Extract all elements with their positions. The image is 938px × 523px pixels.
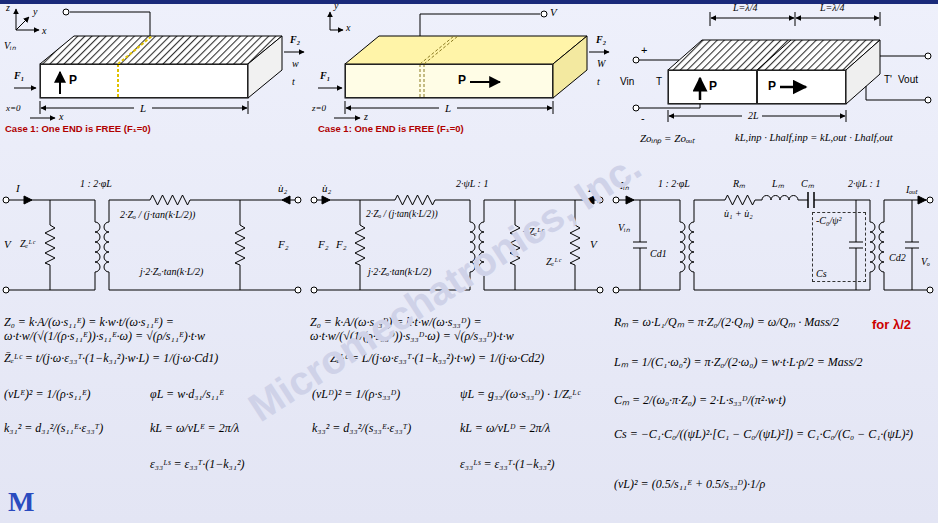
symbol-label: w — [292, 58, 299, 70]
equation: ε₃₃ᴸˢ = ε₃₃ᵀ·(1−k₃₃²) — [460, 458, 555, 472]
top-bar — [0, 0, 938, 4]
equation: Lₘ = 1/(C₁·ω₀²) = π·Z₀/(2·ω₀) = w·t·L·ρ/… — [614, 356, 932, 370]
symbol-label: Lₘ — [772, 178, 784, 190]
left-bar-figure — [14, 9, 304, 118]
piezo-section: P — [345, 64, 553, 98]
middle-bar-figure — [318, 11, 609, 118]
dashed-group-box: -C₀/ψ² Cs — [812, 212, 866, 282]
symbol-label: u̇₁ + u̇₂ — [724, 208, 753, 220]
symbol-label: L — [140, 102, 146, 115]
symbol-label: kL,inp · Lhalf,inp = kL,out · Lhalf,out — [735, 132, 933, 144]
symbol-label: L=λ/4 — [820, 2, 844, 14]
equation: Rₘ = ω·L₁/Qₘ = π·Z₀/(2·Qₘ) = ω/Qₘ · Mass… — [614, 316, 866, 330]
equation: (vL)² = (0.5/s₁₁ᴱ + 0.5/s₃₃ᴰ)·1/ρ — [614, 478, 765, 492]
symbol-label: L=λ/4 — [733, 2, 757, 14]
equation: k₃₁² = d₃₁²/(s₁₁ᴱ·ε₃₃ᵀ) — [4, 422, 103, 436]
symbol-label: Rₘ — [733, 178, 745, 190]
symbol-label: I — [16, 182, 20, 195]
symbol-label: Zₑᴸᶜ — [546, 256, 561, 268]
symbol-label: F₂ — [318, 238, 329, 251]
symbol-label: x=0 — [6, 103, 21, 113]
symbol-label: z=0 — [312, 103, 326, 113]
symbol-label: V — [590, 238, 597, 251]
terminal-label: T' — [884, 74, 892, 86]
equation: kL = ω/vLᴰ = 2π/λ — [460, 422, 550, 436]
symbol-label: Vᵢₙ — [4, 40, 16, 52]
symbol-label: 2·ψL : 1 — [848, 178, 880, 190]
terminal-label: Vin — [620, 76, 634, 88]
piezo-section: P — [668, 70, 757, 104]
force-label: F₁ — [320, 70, 330, 82]
symbol-label: L — [445, 102, 451, 115]
circuit-one — [3, 195, 301, 293]
component-label: -C₀/ψ² — [816, 215, 841, 227]
symbol-label: V — [4, 238, 11, 251]
terminal-label: Vout — [898, 74, 918, 86]
symbol-label: t — [292, 76, 295, 88]
mode-note: for λ/2 — [872, 318, 911, 333]
polarization-label: P — [69, 74, 77, 88]
piezo-section: P — [757, 70, 846, 104]
terminal-label: T — [656, 76, 662, 88]
symbol-label: z — [6, 2, 10, 14]
polarization-label: P — [709, 80, 717, 94]
symbol-label: x — [59, 111, 63, 123]
symbol-label: F₂ — [336, 238, 347, 251]
component-label: Cs — [816, 268, 827, 280]
symbol-label: Cₘ — [801, 178, 814, 190]
symbol-label: V — [550, 6, 557, 19]
symbol-label: u̇₂ — [278, 182, 287, 195]
symbol-label: Zₑᴸᶜ — [20, 238, 35, 250]
case-note: Case 1: One END is FREE (F₁=0) — [318, 124, 464, 135]
equation: k₃₃² = d₃₃²/(s₃₃ᴱ·ε₃₃ᵀ) — [312, 422, 411, 436]
polarization-label: P — [768, 80, 776, 94]
symbol-label: j·2·Zₒ·tan(k·L/2) — [140, 266, 203, 278]
equation: Cₘ = 2/(ω₀·π·Z₀) = 2·L·s₃₃ᴰ/(π²·w·t) — [614, 394, 786, 408]
symbol-label: 2L — [748, 110, 759, 122]
equation: Z̄ₑᴸᶜ = t/(j·ω·ε₃₃ᵀ·(1−k₃₁²)·w·L) = 1/(j… — [4, 352, 304, 366]
polarization-label: P — [458, 74, 466, 88]
force-label: F₁ — [14, 70, 24, 82]
equation: ψL = g₃₃/(ω·s₃₃ᴰ) · 1/Zₑᴸᶜ — [460, 388, 580, 402]
equation: φL = w·d₃₁/s₁₁ᴱ — [150, 388, 224, 402]
equation: Z₀ = k·A/(ω·s₁₁ᴱ) = k·w·t/(ω·s₁₁ᴱ) = ω·t… — [4, 316, 304, 344]
watermark: Micromechatronics, Inc. — [240, 143, 649, 431]
terminal-label: - — [641, 112, 645, 125]
symbol-label: Zoᵢₙₚ = Zoₒᵤₜ — [640, 132, 695, 145]
symbol-label: 1 : 2·φL — [80, 178, 112, 190]
symbol-label: Iₒᵤₜ — [906, 184, 917, 196]
symbol-label: Vₒ — [921, 256, 930, 268]
symbol-label: y — [334, 0, 338, 12]
symbol-label: Vᵢₙ — [618, 222, 630, 234]
symbol-label: 2·Zₒ / (j·tan(k·L/2)) — [120, 209, 195, 221]
symbol-label: u̇₂ — [322, 182, 331, 195]
circuit-three — [613, 192, 933, 293]
force-label: F₂ — [596, 34, 606, 46]
symbol-label: y — [33, 6, 37, 18]
case-note: Case 1: One END is FREE (F₁=0) — [5, 124, 151, 135]
terminal-label: + — [641, 44, 647, 57]
symbol-label: 1 : 2·φL — [658, 178, 690, 190]
symbol-label: z — [364, 111, 368, 123]
symbol-label: 2·Zₒ / (j·tan(k·L/2)) — [366, 209, 438, 220]
equation: kL = ω/vLᴱ = 2π/λ — [150, 422, 239, 436]
symbol-label: t — [597, 76, 600, 88]
logo-mark: M — [8, 486, 34, 518]
right-bar-figure — [633, 12, 931, 122]
symbol-label: W — [597, 58, 605, 70]
equation: Cs = −C₁·C₀/((ψL)²·[C₁ − C₀/(ψL)²]) = C₁… — [614, 428, 932, 442]
piezo-section: P — [40, 64, 248, 98]
symbol-label: Cd2 — [889, 252, 906, 264]
symbol-label: F₂ — [278, 238, 289, 251]
symbol-label: x — [42, 25, 46, 37]
force-label: F₂ — [290, 34, 300, 46]
symbol-label: Cd1 — [650, 248, 667, 260]
symbol-label: x — [346, 22, 350, 34]
equation: ε₃₃ᴸˢ = ε₃₃ᵀ·(1−k₃₁²) — [150, 458, 245, 472]
symbol-label: 2·ψL : 1 — [456, 178, 488, 190]
equation: (vLᴱ)² = 1/(ρ·s₁₁ᴱ) — [4, 388, 91, 402]
